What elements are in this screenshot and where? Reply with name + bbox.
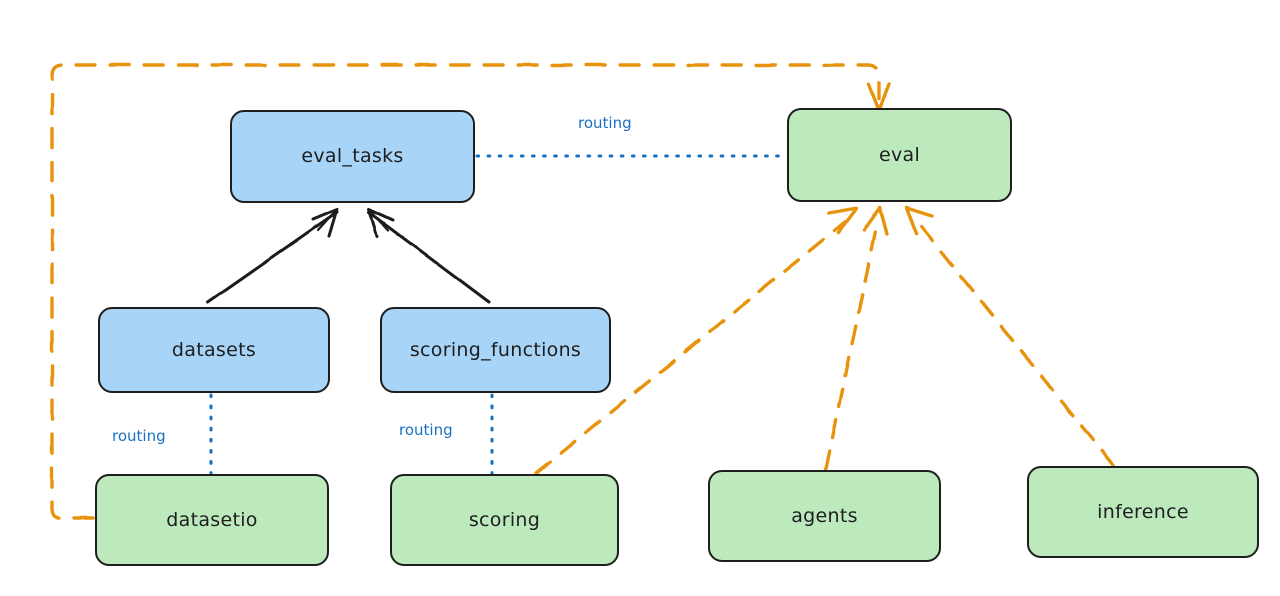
edge-label-eval-tasks-to-eval: routing [578, 114, 632, 132]
edge-label-datasets-to-datasetio: routing [112, 427, 166, 445]
node-datasetio[interactable]: datasetio [95, 474, 329, 566]
edge-label-scoring-functions-to-scoring: routing [399, 421, 453, 439]
edge-datasets-to-eval-tasks [206, 207, 339, 304]
node-label-eval: eval [878, 143, 921, 166]
node-agents[interactable]: agents [708, 470, 941, 562]
node-scoring[interactable]: scoring [390, 474, 619, 566]
node-inference[interactable]: inference [1027, 466, 1259, 558]
node-label-inference: inference [1097, 500, 1189, 523]
node-eval-tasks[interactable]: eval_tasks [230, 110, 475, 203]
node-label-eval-tasks: eval_tasks [301, 145, 404, 168]
node-label-agents: agents [791, 504, 858, 527]
node-label-datasets: datasets [171, 338, 257, 361]
node-datasets[interactable]: datasets [98, 307, 330, 393]
node-label-scoring-functions: scoring_functions [409, 338, 582, 361]
node-label-datasetio: datasetio [166, 508, 258, 531]
edge-agents-to-eval [824, 206, 889, 471]
edge-scoring-functions-to-eval-tasks [367, 207, 491, 304]
node-eval[interactable]: eval [787, 108, 1012, 202]
edge-inference-to-eval [904, 206, 1115, 467]
node-label-scoring: scoring [468, 508, 541, 531]
node-scoring-functions[interactable]: scoring_functions [380, 307, 611, 393]
